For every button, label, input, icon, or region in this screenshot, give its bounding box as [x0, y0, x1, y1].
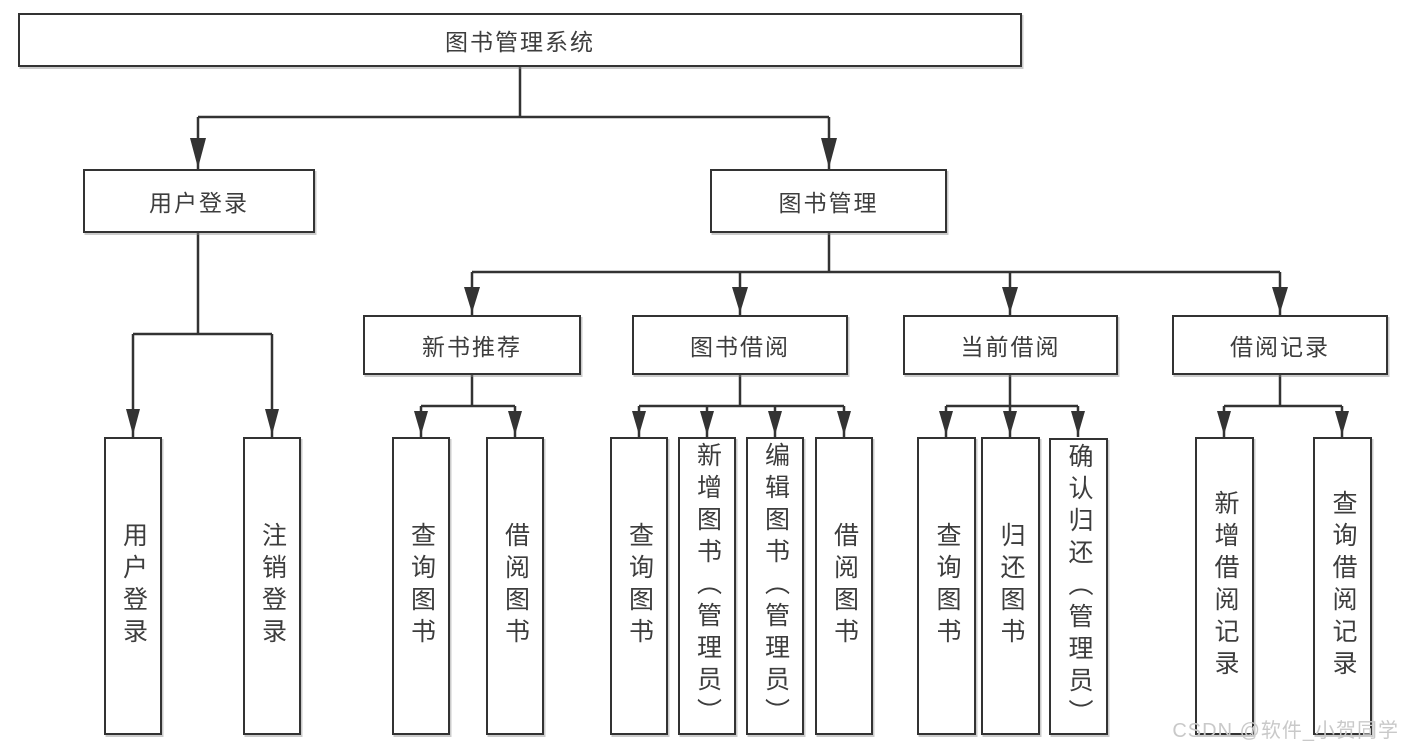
leaf-bb-borrow-book: 借阅图书: [815, 437, 873, 735]
leaf-user-login: 用户登录: [104, 437, 162, 735]
leaf-bb-search-book: 查询图书: [610, 437, 668, 735]
node-book-management-label: 图书管理: [778, 190, 879, 216]
leaf-nb-borrow-book: 借阅图书: [486, 437, 544, 735]
arrowhead: [837, 411, 851, 435]
leaf-cb-return-book: 归还图书: [981, 437, 1040, 735]
leaf-br-search-record-label: 查询借阅记录: [1329, 490, 1357, 682]
arrowhead: [464, 287, 480, 313]
node-user-login-label: 用户登录: [149, 190, 249, 216]
arrowhead: [126, 409, 140, 435]
node-borrow-records-label: 借阅记录: [1230, 334, 1330, 360]
node-user-login: 用户登录: [83, 169, 315, 233]
leaf-bb-add-book-admin: 新增图书（管理员）: [678, 437, 736, 735]
arrowhead: [1071, 411, 1085, 435]
leaf-bb-borrow-book-label: 借阅图书: [830, 522, 859, 650]
arrowhead: [821, 138, 837, 168]
leaf-br-add-record: 新增借阅记录: [1195, 437, 1254, 735]
node-book-management: 图书管理: [710, 169, 947, 233]
leaf-nb-search-book-label: 查询图书: [407, 522, 436, 650]
node-new-book-recommend-label: 新书推荐: [422, 334, 522, 360]
leaf-cb-confirm-return-admin: 确认归还（管理员）: [1049, 438, 1108, 735]
leaf-bb-search-book-label: 查询图书: [625, 522, 654, 650]
arrowhead: [265, 409, 279, 435]
leaf-cb-search-book: 查询图书: [917, 437, 976, 735]
leaf-logout: 注销登录: [243, 437, 301, 735]
node-current-borrow: 当前借阅: [903, 315, 1118, 375]
arrowhead: [1217, 411, 1231, 435]
node-new-book-recommend: 新书推荐: [363, 315, 581, 375]
arrowhead: [1003, 411, 1017, 435]
arrowhead-group: [126, 138, 1349, 435]
leaf-cb-search-book-label: 查询图书: [933, 522, 961, 650]
node-root: 图书管理系统: [18, 13, 1022, 67]
arrowhead: [700, 411, 714, 435]
leaf-bb-edit-book-admin: 编辑图书（管理员）: [746, 437, 804, 735]
arrowhead: [732, 287, 748, 313]
node-root-label: 图书管理系统: [445, 29, 595, 55]
arrowhead: [1002, 287, 1018, 313]
arrowhead: [1272, 287, 1288, 313]
leaf-nb-borrow-book-label: 借阅图书: [501, 522, 530, 650]
leaf-br-search-record: 查询借阅记录: [1313, 437, 1372, 735]
node-book-borrow-label: 图书借阅: [690, 334, 790, 360]
node-current-borrow-label: 当前借阅: [960, 334, 1061, 360]
node-borrow-records: 借阅记录: [1172, 315, 1388, 375]
leaf-cb-confirm-return-admin-label: 确认归还（管理员）: [1065, 442, 1093, 731]
arrowhead: [190, 138, 206, 168]
leaf-user-login-label: 用户登录: [119, 522, 148, 650]
leaf-cb-return-book-label: 归还图书: [997, 522, 1025, 650]
leaf-br-add-record-label: 新增借阅记录: [1211, 490, 1239, 682]
node-book-borrow: 图书借阅: [632, 315, 848, 375]
leaf-nb-search-book: 查询图书: [392, 437, 450, 735]
leaf-bb-add-book-admin-label: 新增图书（管理员）: [693, 442, 722, 730]
leaf-bb-edit-book-admin-label: 编辑图书（管理员）: [761, 442, 790, 730]
arrowhead: [508, 411, 522, 435]
arrowhead: [1335, 411, 1349, 435]
arrowhead: [414, 411, 428, 435]
arrowhead: [768, 411, 782, 435]
tree-edges: [131, 67, 1344, 437]
arrowhead: [632, 411, 646, 435]
leaf-logout-label: 注销登录: [258, 522, 287, 650]
arrowhead: [939, 411, 953, 435]
